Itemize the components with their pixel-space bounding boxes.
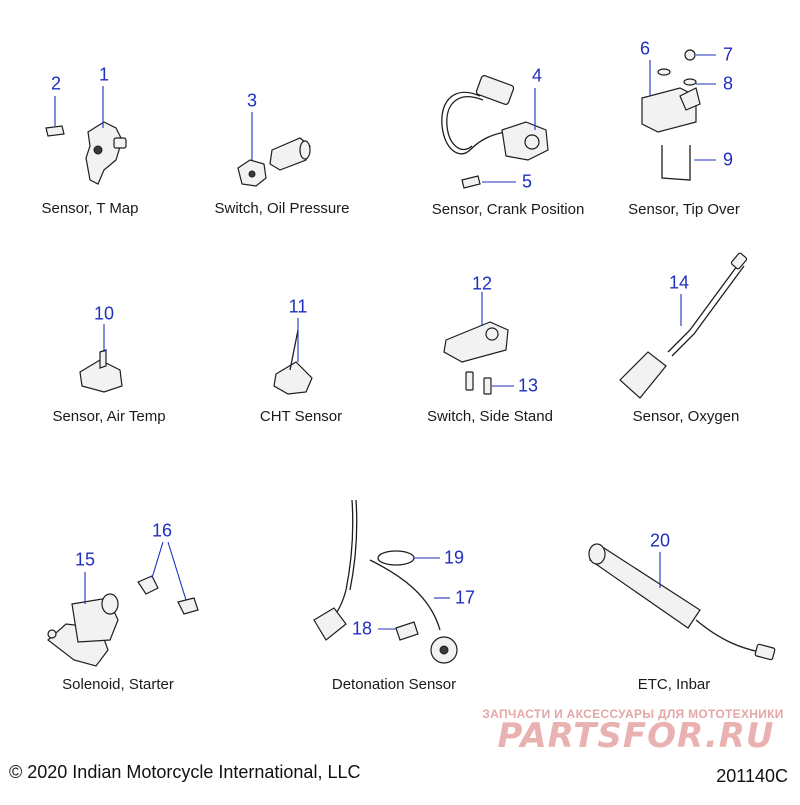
callout-13: 13 xyxy=(517,375,539,396)
air-temp-sensor-drawing xyxy=(79,324,123,393)
callout-17: 17 xyxy=(454,587,476,608)
callout-1: 1 xyxy=(98,64,110,85)
callout-3: 3 xyxy=(246,90,258,111)
callout-12: 12 xyxy=(471,273,493,294)
callout-5: 5 xyxy=(521,171,533,192)
etc-inbar-drawing xyxy=(588,543,776,661)
caption-sensor-t-map: Sensor, T Map xyxy=(41,200,139,217)
callout-14: 14 xyxy=(668,272,690,293)
caption-sensor-tip-over: Sensor, Tip Over xyxy=(628,201,740,218)
crank-position-sensor-drawing xyxy=(441,75,549,189)
caption-sensor-air-temp: Sensor, Air Temp xyxy=(52,408,166,425)
callout-15: 15 xyxy=(74,549,96,570)
t-map-sensor-drawing xyxy=(45,86,127,185)
callout-18: 18 xyxy=(351,618,373,639)
caption-cht-sensor: CHT Sensor xyxy=(259,408,343,425)
tip-over-sensor-drawing xyxy=(641,49,716,181)
caption-solenoid-starter: Solenoid, Starter xyxy=(62,676,174,693)
callout-2: 2 xyxy=(50,73,62,94)
callout-4: 4 xyxy=(531,65,543,86)
callout-8: 8 xyxy=(722,73,734,94)
cht-sensor-drawing xyxy=(273,318,313,395)
callout-6: 6 xyxy=(639,38,651,59)
caption-sensor-crank-position: Sensor, Crank Position xyxy=(431,201,585,218)
callout-9: 9 xyxy=(722,149,734,170)
callout-11: 11 xyxy=(288,296,308,317)
document-number: 201140C xyxy=(716,766,788,786)
callout-7: 7 xyxy=(722,44,734,65)
oil-pressure-switch-drawing xyxy=(237,112,311,187)
side-stand-switch-drawing xyxy=(443,292,514,395)
starter-solenoid-drawing xyxy=(47,541,199,667)
detonation-sensor-drawing xyxy=(313,499,458,664)
callout-19: 19 xyxy=(443,547,465,568)
caption-etc-inbar: ETC, Inbar xyxy=(637,676,711,693)
caption-switch-side-stand: Switch, Side Stand xyxy=(427,408,553,425)
copyright-notice: © 2020 Indian Motorcycle International, … xyxy=(9,762,361,782)
callout-10: 10 xyxy=(93,303,115,324)
callout-16: 16 xyxy=(151,520,173,541)
caption-switch-oil-pressure: Switch, Oil Pressure xyxy=(214,200,350,217)
watermark-tagline: ЗАПЧАСТИ И АКСЕССУАРЫ ДЛЯ МОТОТЕХНИКИ xyxy=(482,707,784,721)
watermark-brand: PARTSFOR.RU xyxy=(497,716,775,756)
caption-sensor-oxygen: Sensor, Oxygen xyxy=(632,408,740,425)
callout-20: 20 xyxy=(649,530,671,551)
oxygen-sensor-drawing xyxy=(619,252,748,399)
caption-detonation-sensor: Detonation Sensor xyxy=(331,676,457,693)
